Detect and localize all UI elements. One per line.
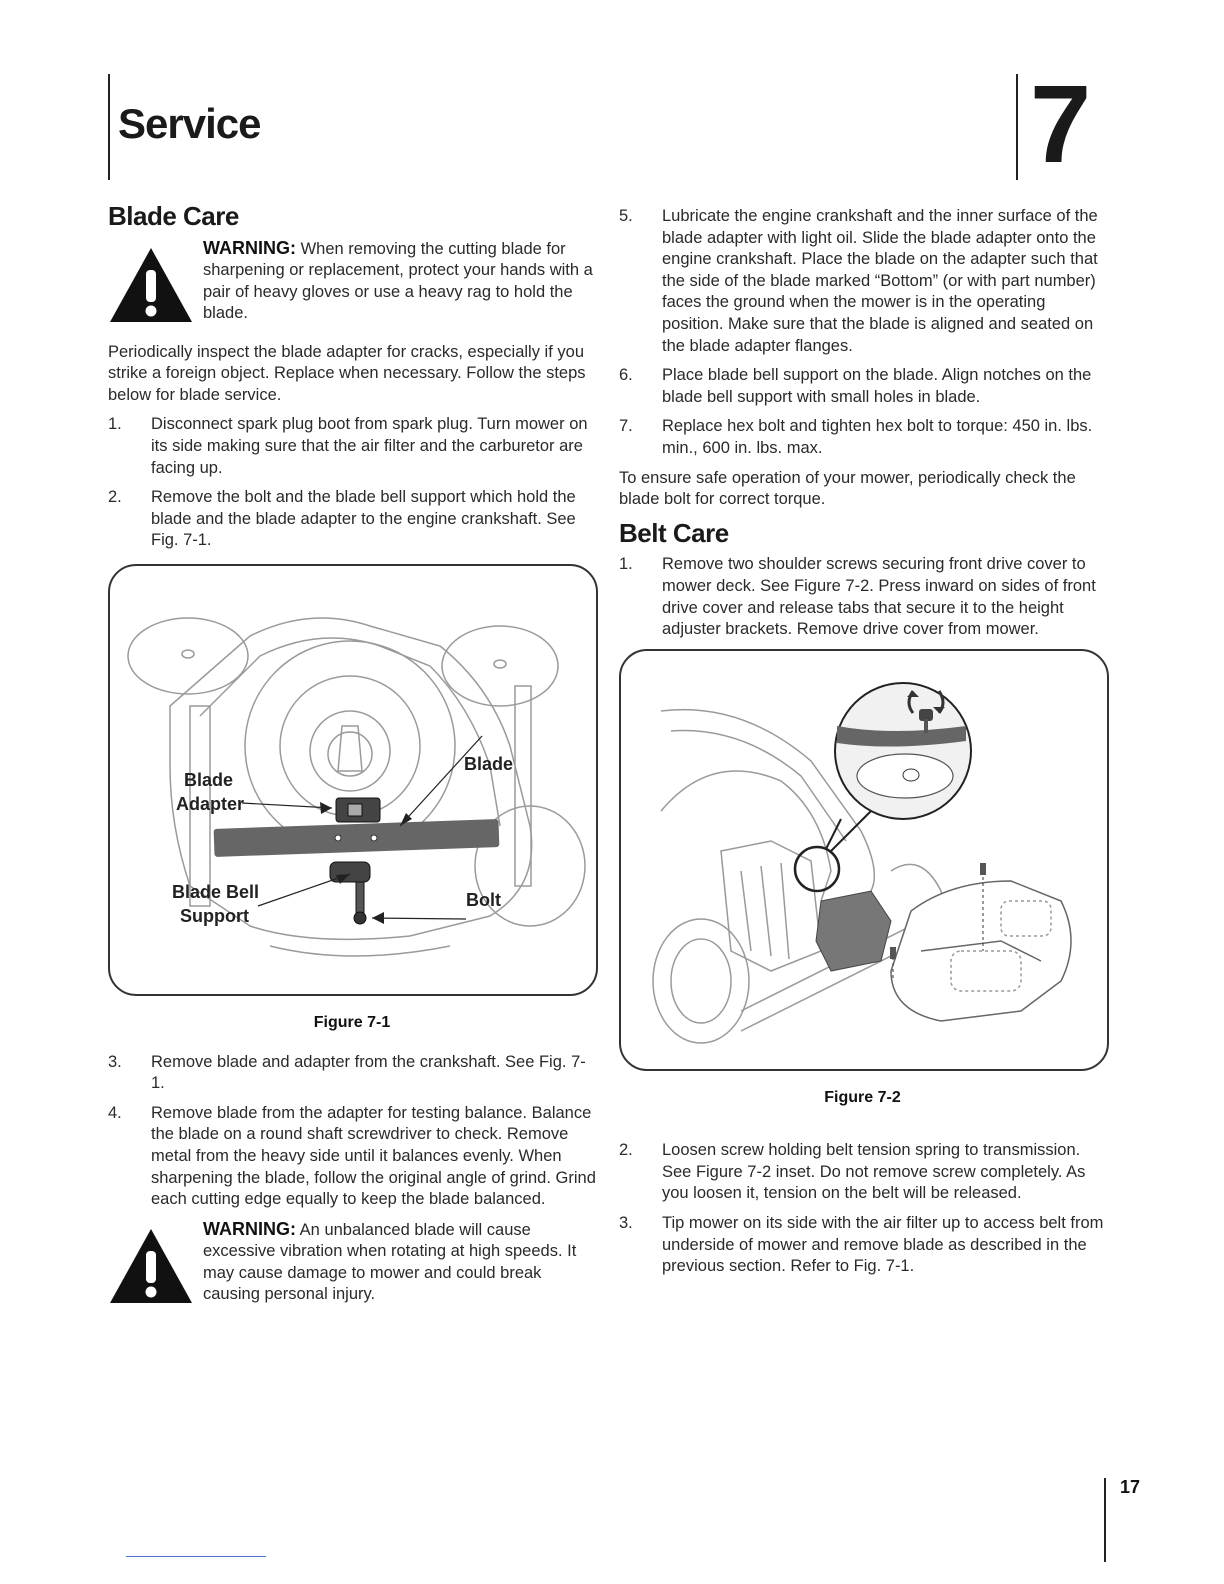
list-item: 1. Remove two shoulder screws securing fr… <box>619 554 1106 640</box>
label-bolt: Bolt <box>466 890 501 910</box>
warning-gloves: WARNING: When removing the cutting blade… <box>108 238 596 334</box>
step-number: 6. <box>619 366 633 385</box>
blade-care-heading: Blade Care <box>108 201 239 231</box>
step-number: 3. <box>619 1214 633 1233</box>
figure-7-2 <box>619 648 1109 1071</box>
warning-text: An unbalanced blade will cause excessive… <box>203 1220 577 1304</box>
step-number: 1. <box>619 555 633 574</box>
step-text: Remove blade and adapter from the cranks… <box>151 1052 586 1093</box>
list-item: 6. Place blade bell support on the blade.… <box>619 365 1106 408</box>
warning-unbalanced-blade: WARNING: An unbalanced blade will cause … <box>108 1219 596 1315</box>
list-item: 5. Lubricate the engine crankshaft and th… <box>619 206 1106 357</box>
warning-icon <box>110 1228 192 1303</box>
list-item: 3. Remove blade and adapter from the cran… <box>108 1052 596 1095</box>
list-item: 3. Tip mower on its side with the air fil… <box>619 1213 1106 1278</box>
step-number: 4. <box>108 1103 122 1122</box>
figure-7-2-caption: Figure 7-2 <box>824 1088 901 1106</box>
blade-steps-1-2: 1. Disconnect spark plug boot from spark … <box>108 414 596 552</box>
right-column: 5. Lubricate the engine crankshaft and th… <box>619 206 1109 1286</box>
intro-paragraph: Periodically inspect the blade adapter f… <box>108 342 586 404</box>
belt-care-heading: Belt Care <box>619 517 729 548</box>
torque-note: To ensure safe operation of your mower, … <box>619 468 1076 509</box>
warning-label: WARNING: <box>203 237 296 258</box>
step-text: Tip mower on its side with the air filte… <box>662 1214 1104 1276</box>
chapter-number: 7 <box>1030 63 1092 186</box>
warning-label: WARNING: <box>203 1218 296 1239</box>
step-text: Remove blade from the adapter for testin… <box>151 1103 596 1209</box>
list-item: 4. Remove blade from the adapter for test… <box>108 1103 596 1211</box>
step-number: 7. <box>619 417 633 436</box>
step-text: Remove the bolt and the blade bell suppo… <box>151 488 576 550</box>
mower-underside-illustration: Blade Blade Adapter Blade Bell Support B… <box>127 617 586 957</box>
list-item: 1. Disconnect spark plug boot from spark … <box>108 414 596 479</box>
step-text: Place blade bell support on the blade. A… <box>662 366 1092 406</box>
label-blade-bell-support-2: Support <box>180 906 249 926</box>
step-number: 2. <box>108 488 122 507</box>
bottom-link-underline <box>126 1556 266 1557</box>
belt-steps-2-3: 2. Loosen screw holding belt tension spri… <box>619 1140 1106 1278</box>
step-text: Remove two shoulder screws securing fron… <box>662 555 1096 639</box>
belt-steps-1: 1. Remove two shoulder screws securing fr… <box>619 554 1106 640</box>
step-number: 5. <box>619 207 633 225</box>
list-item: 7. Replace hex bolt and tighten hex bolt … <box>619 416 1106 459</box>
label-blade-bell-support-1: Blade Bell <box>172 882 259 902</box>
label-blade-adapter-1: Blade <box>184 770 233 790</box>
blade-steps-3-4: 3. Remove blade and adapter from the cran… <box>108 1052 596 1211</box>
list-item: 2. Loosen screw holding belt tension spri… <box>619 1140 1106 1205</box>
list-item: 2. Remove the bolt and the blade bell sup… <box>108 487 596 552</box>
step-number: 2. <box>619 1141 633 1160</box>
mower-drive-cover-illustration <box>652 681 1072 1044</box>
step-number: 1. <box>108 415 122 434</box>
header-rule-left <box>108 74 110 180</box>
step-text: Disconnect spark plug boot from spark pl… <box>151 415 588 477</box>
step-number: 3. <box>108 1052 122 1071</box>
figure-7-1-caption: Figure 7-1 <box>313 1013 391 1031</box>
blade-steps-5-7: 5. Lubricate the engine crankshaft and th… <box>619 206 1106 460</box>
left-column: Blade Care WARNING: When removing the cu… <box>108 201 598 1323</box>
step-text: Replace hex bolt and tighten hex bolt to… <box>662 417 1093 457</box>
label-blade: Blade <box>464 754 513 774</box>
warning-icon <box>110 247 192 322</box>
header-rule-right <box>1016 74 1018 180</box>
folio-rule <box>1104 1478 1106 1562</box>
figure-7-1: Blade Blade Adapter Blade Bell Support B… <box>108 563 598 996</box>
step-text: Loosen screw holding belt tension spring… <box>662 1141 1086 1203</box>
warning-text: When removing the cutting blade for shar… <box>203 239 593 323</box>
label-blade-adapter-2: Adapter <box>176 794 244 814</box>
step-text: Lubricate the engine crankshaft and the … <box>662 207 1098 355</box>
page-number: 17 <box>1120 1477 1141 1497</box>
section-title: Service <box>118 100 261 147</box>
